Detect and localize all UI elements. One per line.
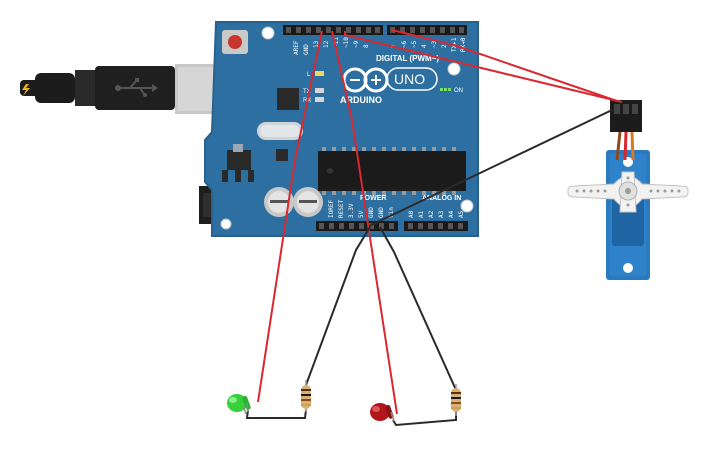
led1-signal-wire	[257, 30, 323, 403]
svg-text:ARDUINO: ARDUINO	[340, 95, 382, 105]
svg-text:A5: A5	[458, 210, 465, 218]
uno-badge: UNO	[386, 67, 438, 91]
svg-text:GND: GND	[303, 44, 310, 55]
svg-text:~6: ~6	[401, 40, 408, 48]
reset-button[interactable]	[222, 30, 248, 54]
svg-text:~10: ~10	[343, 37, 350, 48]
svg-text:8: 8	[363, 44, 370, 48]
svg-text:GND: GND	[378, 207, 385, 218]
svg-text:RX◂0: RX◂0	[460, 37, 467, 52]
svg-text:IOREF: IOREF	[328, 200, 335, 218]
svg-text:4: 4	[421, 44, 428, 48]
svg-text:TX: TX	[303, 89, 311, 95]
svg-text:UNO: UNO	[394, 71, 425, 87]
svg-text:RESET: RESET	[338, 200, 345, 218]
wires	[245, 29, 623, 427]
usb-cable	[20, 64, 225, 114]
svg-text:A0: A0	[408, 210, 415, 218]
servo-motor[interactable]	[567, 100, 689, 280]
svg-text:13: 13	[313, 40, 320, 48]
green-led[interactable]	[227, 394, 251, 415]
resistor2-ground-wire	[379, 226, 457, 391]
led2-resistor-link	[392, 410, 457, 427]
svg-text:A1: A1	[418, 210, 425, 218]
svg-text:3.3V: 3.3V	[348, 203, 355, 218]
svg-text:~9: ~9	[353, 40, 360, 48]
svg-text:GND: GND	[368, 207, 375, 218]
digital-label: DIGITAL (PWM~)	[376, 54, 439, 63]
svg-text:5V: 5V	[358, 210, 365, 218]
led2-signal-wire	[331, 30, 398, 415]
svg-text:AREF: AREF	[293, 40, 300, 55]
atmega-chip	[318, 147, 466, 195]
resistor-2[interactable]	[451, 384, 461, 416]
svg-text:L: L	[307, 72, 311, 78]
servo-power-wire	[344, 31, 623, 103]
svg-text:~3: ~3	[431, 40, 438, 48]
svg-text:A2: A2	[428, 210, 435, 218]
svg-text:A3: A3	[438, 210, 445, 218]
power-label: POWER	[360, 195, 386, 202]
svg-text:~11: ~11	[333, 37, 340, 48]
arduino-board: AREF GND 13 12 ~11 ~10 ~9 8 7 ~6 ~5 4 ~3…	[204, 21, 479, 237]
analog-label: ANALOG IN	[422, 195, 461, 202]
svg-text:ON: ON	[454, 88, 463, 94]
led1-resistor-link	[245, 409, 307, 419]
resistor-1[interactable]	[301, 380, 311, 412]
bottom-pin-labels: IOREF RESET 3.3V 5V GND GND Vin A0 A1 A2…	[328, 200, 465, 218]
red-led[interactable]	[370, 403, 395, 422]
svg-text:2: 2	[441, 44, 448, 48]
svg-text:12: 12	[323, 40, 330, 48]
svg-text:A4: A4	[448, 210, 455, 218]
on-indicator: ON	[440, 88, 463, 94]
servo-ground-wire	[366, 109, 613, 228]
usb-icon	[115, 78, 158, 97]
svg-text:~5: ~5	[411, 40, 418, 48]
svg-text:Vin: Vin	[388, 207, 395, 218]
servo-signal-wire	[391, 29, 618, 102]
resistor1-ground-wire	[305, 226, 371, 386]
